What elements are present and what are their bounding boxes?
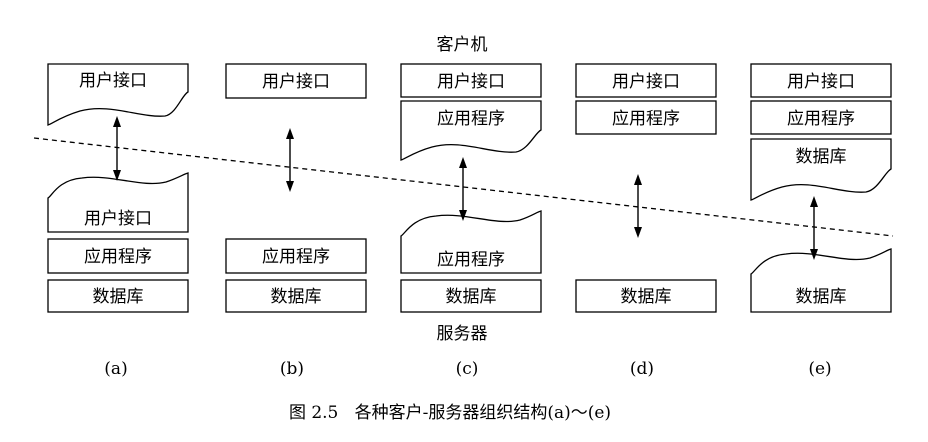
client-db-torn-box-e [750, 138, 892, 201]
db-label-b: 数据库 [271, 287, 322, 307]
db-label-c: 数据库 [446, 287, 497, 307]
double-arrow-c [459, 157, 467, 221]
double-arrow-a [113, 116, 121, 181]
app-label-a: 应用程序 [84, 247, 152, 267]
db-box-b [225, 279, 367, 313]
double-arrow-d [634, 174, 642, 238]
client-ui-torn-box-a [47, 63, 189, 126]
column-b: 用户接口 应用程序 数据库 [225, 63, 367, 313]
app-box-b [225, 238, 367, 274]
column-label-e: (e) [808, 359, 831, 379]
db-box-d [575, 279, 717, 313]
column-label-b: (b) [280, 359, 304, 379]
column-label-c: (c) [456, 359, 479, 379]
client-ui-label-a: 用户接口 [79, 71, 147, 91]
client-ui-label-e: 用户接口 [787, 72, 855, 92]
db-box-c [400, 279, 542, 313]
client-ui-box-e [750, 63, 892, 98]
db-label-a: 数据库 [93, 287, 144, 307]
client-label: 客户机 [437, 35, 488, 55]
client-ui-label-b: 用户接口 [262, 72, 330, 92]
client-app-box-e [750, 100, 892, 135]
server-db-torn-box-e [750, 248, 892, 313]
figure-caption: 图 2.5 各种客户-服务器组织结构(a)～(e) [289, 403, 611, 423]
column-a: 用户接口 用户接口 应用程序 数据库 [47, 63, 189, 313]
column-c: 用户接口 应用程序 应用程序 数据库 [400, 63, 542, 313]
client-ui-box-b [225, 63, 367, 99]
server-ui-torn-box-a [47, 172, 189, 233]
client-ui-label-c: 用户接口 [437, 72, 505, 92]
server-db-label-e: 数据库 [796, 287, 847, 307]
column-d: 用户接口 应用程序 数据库 [575, 63, 717, 313]
client-ui-box-c [400, 63, 542, 98]
client-app-box-d [575, 100, 717, 135]
double-arrow-e [810, 196, 818, 260]
app-box-a [47, 238, 189, 274]
db-box-a [47, 279, 189, 313]
column-label-a: (a) [104, 359, 127, 379]
server-ui-label-a: 用户接口 [84, 209, 152, 229]
client-db-label-e: 数据库 [796, 147, 847, 167]
client-app-label-d: 应用程序 [612, 109, 680, 129]
server-app-label-c: 应用程序 [437, 250, 505, 270]
column-label-d: (d) [630, 359, 654, 379]
db-label-d: 数据库 [621, 287, 672, 307]
server-app-torn-box-c [400, 210, 542, 274]
client-app-label-c: 应用程序 [437, 109, 505, 129]
app-label-b: 应用程序 [262, 247, 330, 267]
client-app-label-e: 应用程序 [787, 109, 855, 129]
client-app-torn-box-c [400, 100, 542, 161]
client-ui-label-d: 用户接口 [612, 72, 680, 92]
double-arrow-b [286, 128, 294, 192]
server-label: 服务器 [437, 324, 488, 344]
column-e: 用户接口 应用程序 数据库 数据库 [750, 63, 892, 313]
client-ui-box-d [575, 63, 717, 98]
